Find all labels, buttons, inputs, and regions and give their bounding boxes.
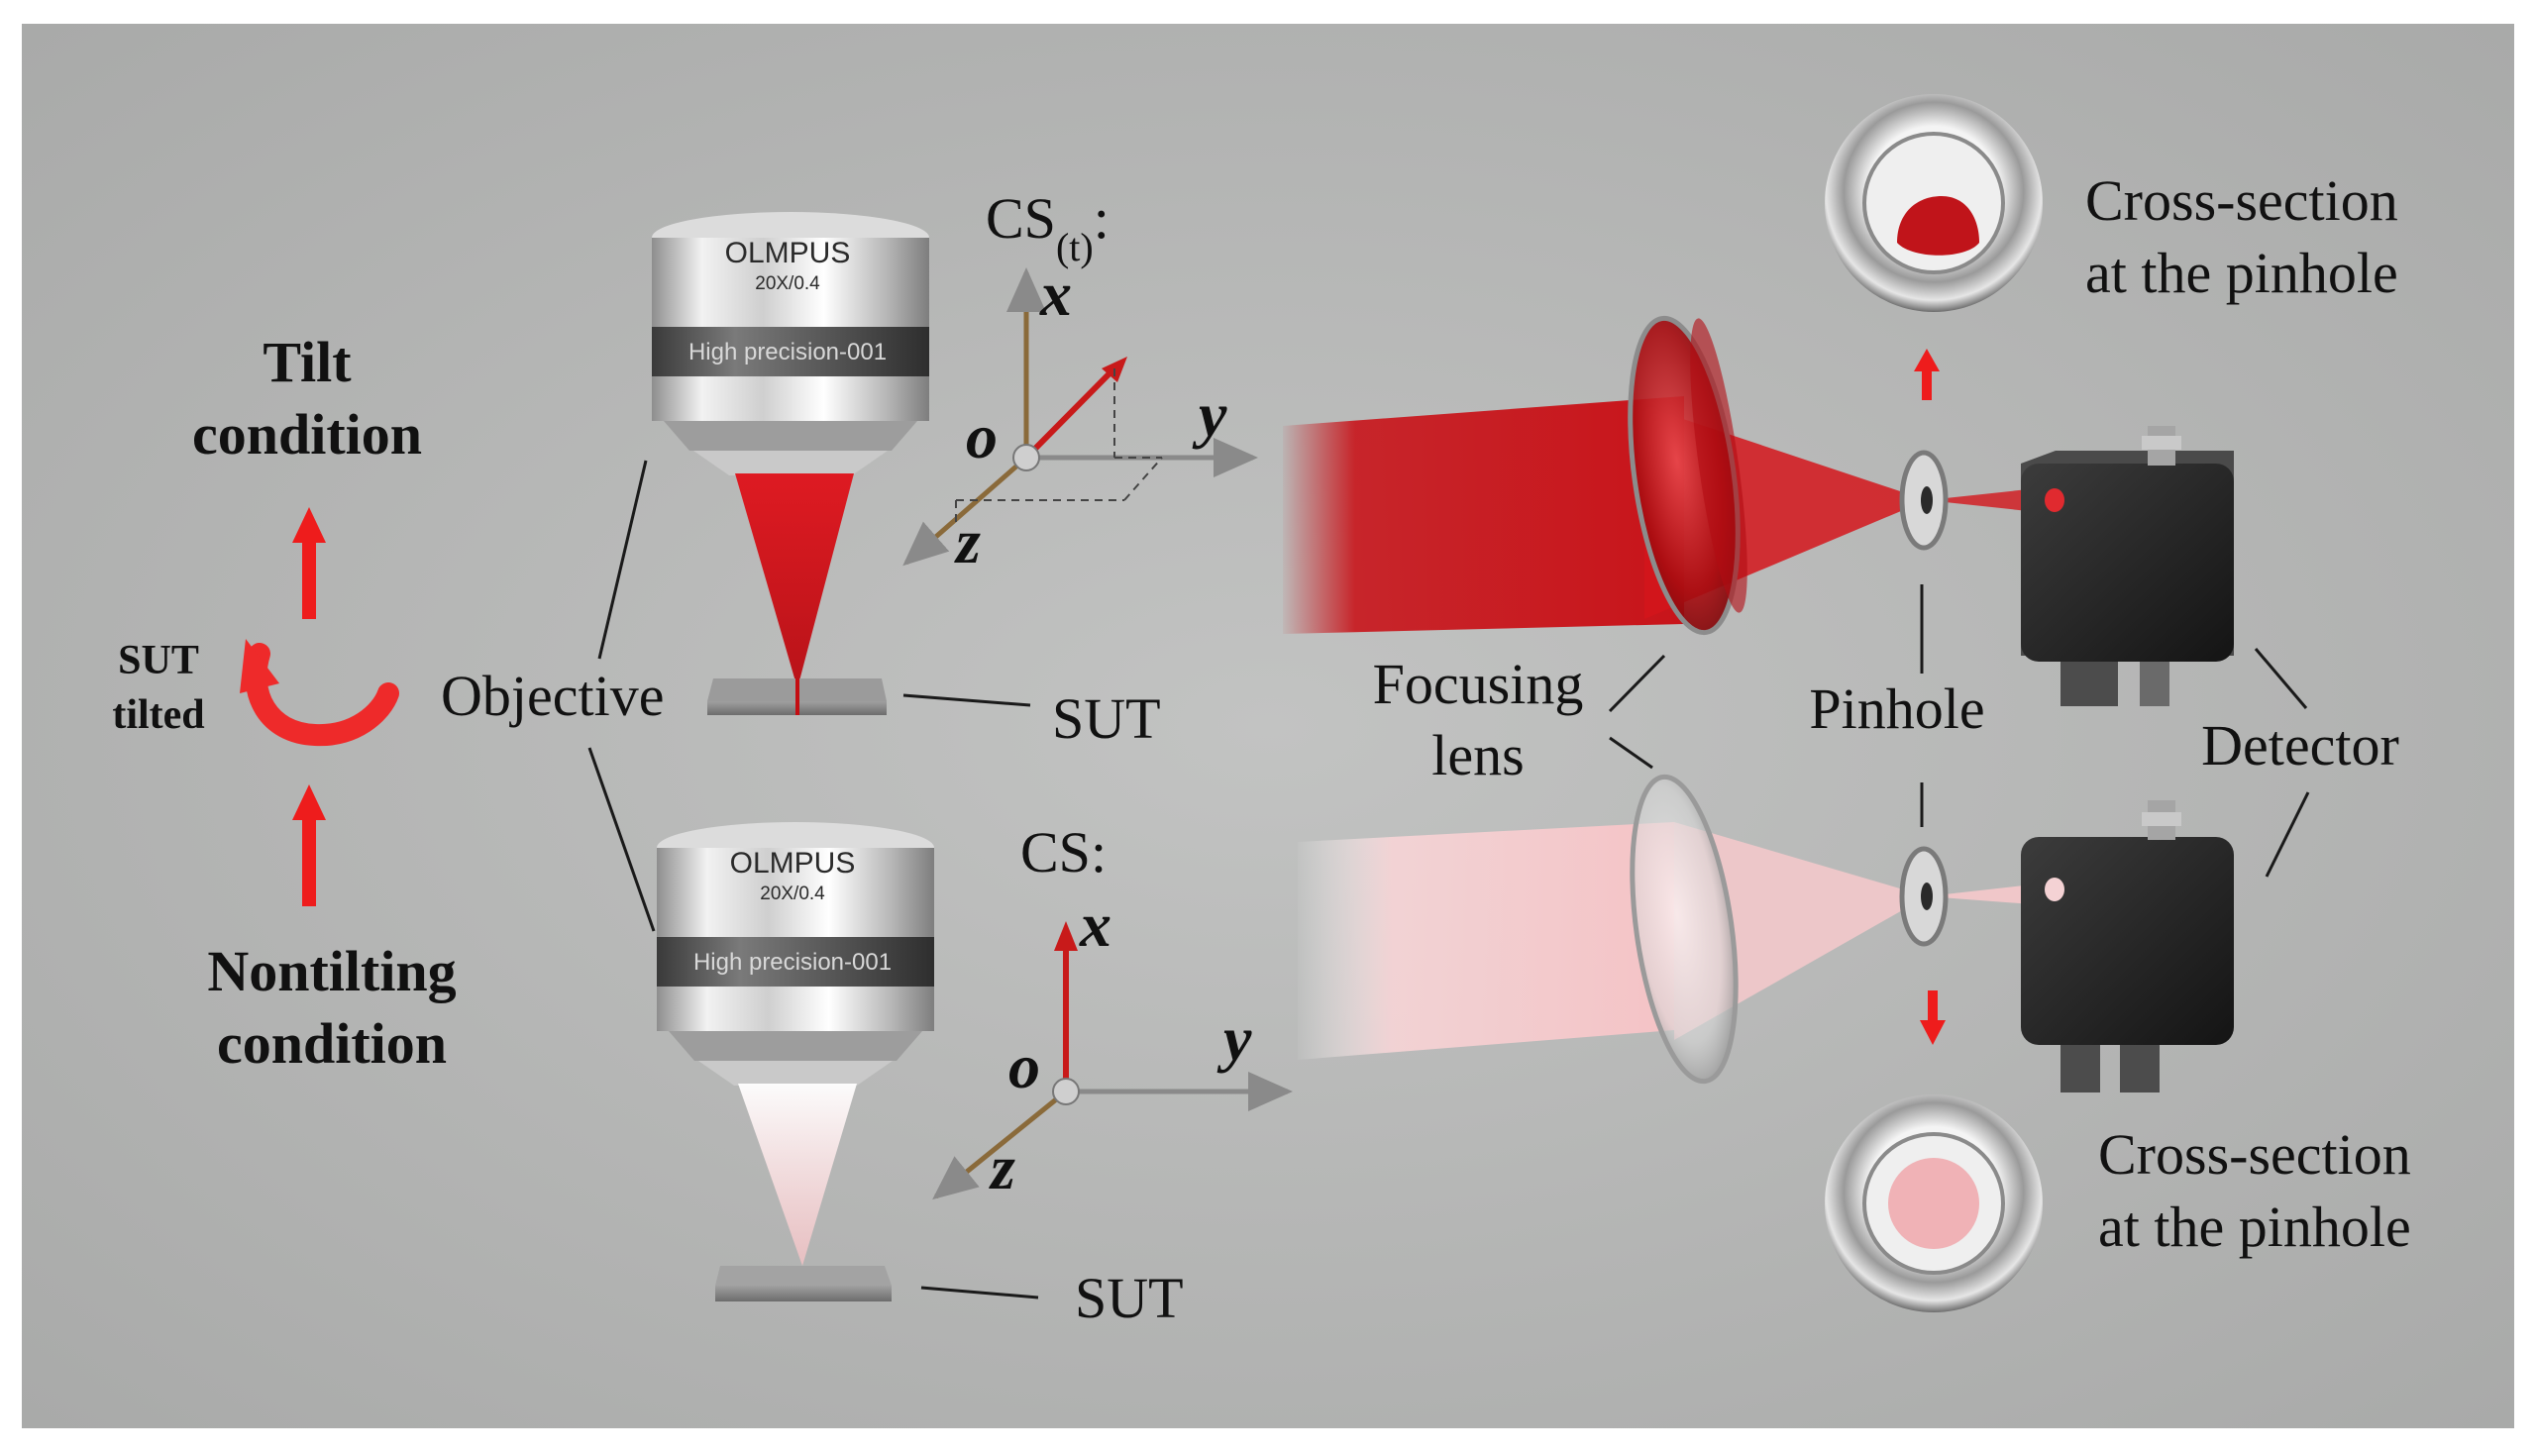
- up-arrow-top-icon: [292, 507, 326, 619]
- objective-bottom-band: High precision-001: [693, 949, 892, 976]
- cross-section-bottom: [1825, 1094, 2043, 1312]
- sut-label-top: SUT: [1052, 686, 1161, 751]
- focusing-lens-label-line1: Focusing: [1373, 652, 1584, 716]
- objective-top-band: High precision-001: [688, 339, 887, 365]
- coordinate-system: CS: x y z o: [932, 820, 1293, 1202]
- objective-bottom-brand: OLMPUS: [730, 847, 856, 880]
- focusing-lens-bottom: [1630, 774, 1739, 1085]
- objective-lens-top: OLMPUS 20X/0.4 High precision-001: [652, 212, 929, 475]
- arrow-to-cross-section-bottom-icon: [1920, 990, 1946, 1045]
- tilt-condition-line2: condition: [192, 402, 422, 467]
- sut-tilted-line2: tilted: [112, 692, 204, 738]
- cross-section-top-line2: at the pinhole: [2085, 241, 2398, 305]
- objective-lens-bottom: OLMPUS 20X/0.4 High precision-001: [657, 822, 934, 1086]
- cross-section-bottom-line2: at the pinhole: [2098, 1195, 2411, 1259]
- detector-top: [2021, 426, 2234, 706]
- tilt-condition-line1: Tilt: [263, 330, 352, 394]
- cross-section-top: [1825, 94, 2043, 312]
- detector-label: Detector: [2201, 713, 2399, 778]
- leader-lines: [587, 460, 2310, 1300]
- objective-label: Objective: [441, 664, 664, 728]
- beam-path-top: [1283, 315, 2065, 636]
- tilt-rotation-arrow-icon: [240, 639, 399, 747]
- up-arrow-bottom-icon: [292, 784, 326, 906]
- axis-x-bottom: x: [1079, 889, 1111, 960]
- pinhole-label: Pinhole: [1809, 676, 1984, 741]
- sut-label-bottom: SUT: [1075, 1266, 1184, 1330]
- axis-x-top: x: [1039, 259, 1072, 329]
- focus-cone-bottom: [738, 1084, 857, 1266]
- condition-panel: Tilt condition SUT tilted Nontilting con…: [112, 330, 456, 1076]
- nontilting-condition-line1: Nontilting: [207, 939, 456, 1003]
- cs-tilted-label: CS(t):: [986, 186, 1110, 269]
- axis-z-bottom: z: [989, 1132, 1015, 1202]
- diagram-background: [22, 24, 2514, 1428]
- axis-z-top: z: [954, 506, 981, 576]
- axis-origin-top: o: [966, 401, 998, 471]
- cs-label: CS:: [1020, 820, 1107, 884]
- sut-tilted-line1: SUT: [118, 638, 199, 683]
- focusing-lens-label-line2: lens: [1431, 723, 1524, 787]
- cross-section-bottom-line1: Cross-section: [2098, 1122, 2411, 1187]
- nontilting-condition-line2: condition: [217, 1011, 447, 1076]
- sut-bottom: [715, 1266, 892, 1301]
- cross-section-top-line1: Cross-section: [2085, 168, 2398, 233]
- detector-bottom: [2021, 800, 2234, 1092]
- arrow-to-cross-section-top-icon: [1914, 349, 1940, 400]
- beam-path-bottom: [1298, 774, 2059, 1085]
- pinhole-top: [1899, 450, 1949, 551]
- sut-top: [707, 678, 887, 715]
- objective-top-brand: OLMPUS: [725, 237, 851, 269]
- pinhole-bottom: [1899, 846, 1949, 947]
- coordinate-system-tilted: CS(t): x y z o: [902, 186, 1258, 576]
- objective-bottom-spec: 20X/0.4: [760, 884, 825, 904]
- axis-origin-bottom: o: [1008, 1031, 1040, 1101]
- focus-cone-top: [735, 473, 854, 688]
- objective-top-spec: 20X/0.4: [755, 273, 820, 294]
